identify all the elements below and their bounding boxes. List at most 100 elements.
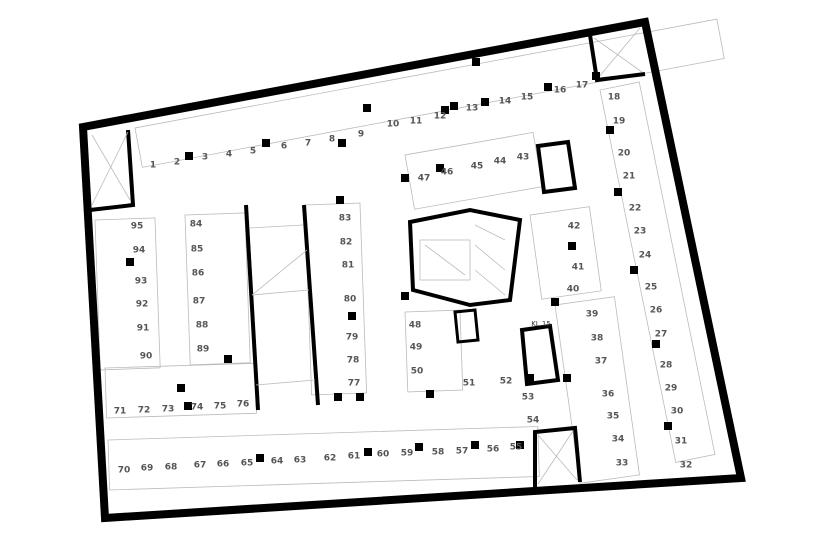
stall-label-81: 81 [342, 261, 355, 271]
stall-label-83: 83 [339, 214, 352, 224]
column [401, 174, 409, 182]
stall-label-72: 72 [138, 406, 151, 416]
column [334, 393, 342, 401]
stall-label-18: 18 [608, 93, 621, 103]
stall-label-19: 19 [613, 117, 626, 127]
stall-label-78: 78 [347, 356, 360, 366]
stall-label-68: 68 [165, 463, 178, 473]
stall-row [599, 81, 716, 463]
stall-label-75: 75 [214, 402, 227, 412]
stall-label-42: 42 [568, 222, 581, 232]
stall-label-82: 82 [340, 238, 353, 248]
column [185, 152, 193, 160]
stall-label-53: 53 [522, 393, 535, 403]
ramp-bottom [533, 425, 582, 487]
ramp-top-left [89, 129, 136, 212]
stall-label-48: 48 [409, 321, 422, 331]
column [614, 188, 622, 196]
column [348, 312, 356, 320]
column [336, 196, 344, 204]
stall-label-11: 11 [410, 117, 423, 127]
column [568, 242, 576, 250]
column [401, 292, 409, 300]
stall-label-60: 60 [377, 450, 390, 460]
column [592, 72, 600, 80]
stall-label-39: 39 [586, 310, 599, 320]
stall-label-44: 44 [494, 157, 507, 167]
stall-label-76: 76 [237, 400, 250, 410]
stall-label-24: 24 [639, 251, 652, 261]
stall-label-35: 35 [607, 412, 620, 422]
stall-label-70: 70 [118, 466, 131, 476]
stall-label-33: 33 [616, 459, 629, 469]
stall-label-69: 69 [141, 464, 154, 474]
stall-label-74: 74 [191, 403, 204, 413]
stall-label-29: 29 [665, 384, 678, 394]
central-ramp [244, 204, 320, 411]
stall-label-28: 28 [660, 361, 673, 371]
stall-label-77: 77 [348, 379, 361, 389]
stall-row [554, 296, 640, 484]
stall-label-56: 56 [487, 445, 500, 455]
column [551, 298, 559, 306]
stall-label-80: 80 [344, 295, 357, 305]
stall-label-95: 95 [131, 222, 144, 232]
column [262, 139, 270, 147]
stall-label-85: 85 [191, 245, 204, 255]
stall-label-90: 90 [140, 352, 153, 362]
stall-label-23: 23 [634, 227, 647, 237]
outer-wall [78, 17, 746, 523]
stall-label-52: 52 [500, 377, 513, 387]
stall-label-43: 43 [517, 153, 530, 163]
stall-label-94: 94 [133, 246, 146, 256]
stall-label-20: 20 [618, 149, 631, 159]
stall-label-51: 51 [463, 379, 476, 389]
stall-label-55: 55 [510, 443, 523, 453]
column [426, 390, 434, 398]
technical-room [453, 139, 578, 344]
stall-dividers [94, 18, 725, 491]
stall-label-62: 62 [324, 454, 337, 464]
stall-row [404, 309, 464, 393]
stall-label-86: 86 [192, 269, 205, 279]
stall-label-89: 89 [197, 345, 210, 355]
stall-label-5: 5 [250, 147, 256, 157]
stall-label-64: 64 [271, 457, 284, 467]
stall-label-27: 27 [655, 330, 668, 340]
column [363, 104, 371, 112]
stall-label-3: 3 [202, 153, 208, 163]
column [184, 402, 192, 410]
stall-label-7: 7 [305, 139, 311, 149]
column [356, 393, 364, 401]
column [652, 340, 660, 348]
stall-label-88: 88 [196, 321, 209, 331]
column [441, 106, 449, 114]
stall-label-84: 84 [190, 220, 203, 230]
stall-label-6: 6 [281, 142, 287, 152]
stall-label-91: 91 [137, 324, 150, 334]
stall-row [529, 206, 602, 300]
stall-label-26: 26 [650, 306, 663, 316]
column [526, 374, 534, 382]
stall-label-17: 17 [576, 81, 589, 91]
column [256, 454, 264, 462]
column [563, 374, 571, 382]
storage-label: KL 15 [531, 320, 551, 328]
stall-label-32: 32 [680, 461, 693, 471]
stall-label-45: 45 [471, 162, 484, 172]
stall-label-4: 4 [226, 150, 232, 160]
stall-label-57: 57 [456, 447, 469, 457]
stall-label-67: 67 [194, 461, 207, 471]
stall-label-41: 41 [572, 263, 585, 273]
stall-label-2: 2 [174, 158, 180, 168]
stall-label-92: 92 [136, 300, 149, 310]
column [664, 422, 672, 430]
stall-row [94, 217, 161, 371]
stall-label-66: 66 [217, 460, 230, 470]
column [516, 441, 524, 449]
columns [126, 58, 672, 462]
stall-label-15: 15 [521, 93, 534, 103]
column [177, 384, 185, 392]
